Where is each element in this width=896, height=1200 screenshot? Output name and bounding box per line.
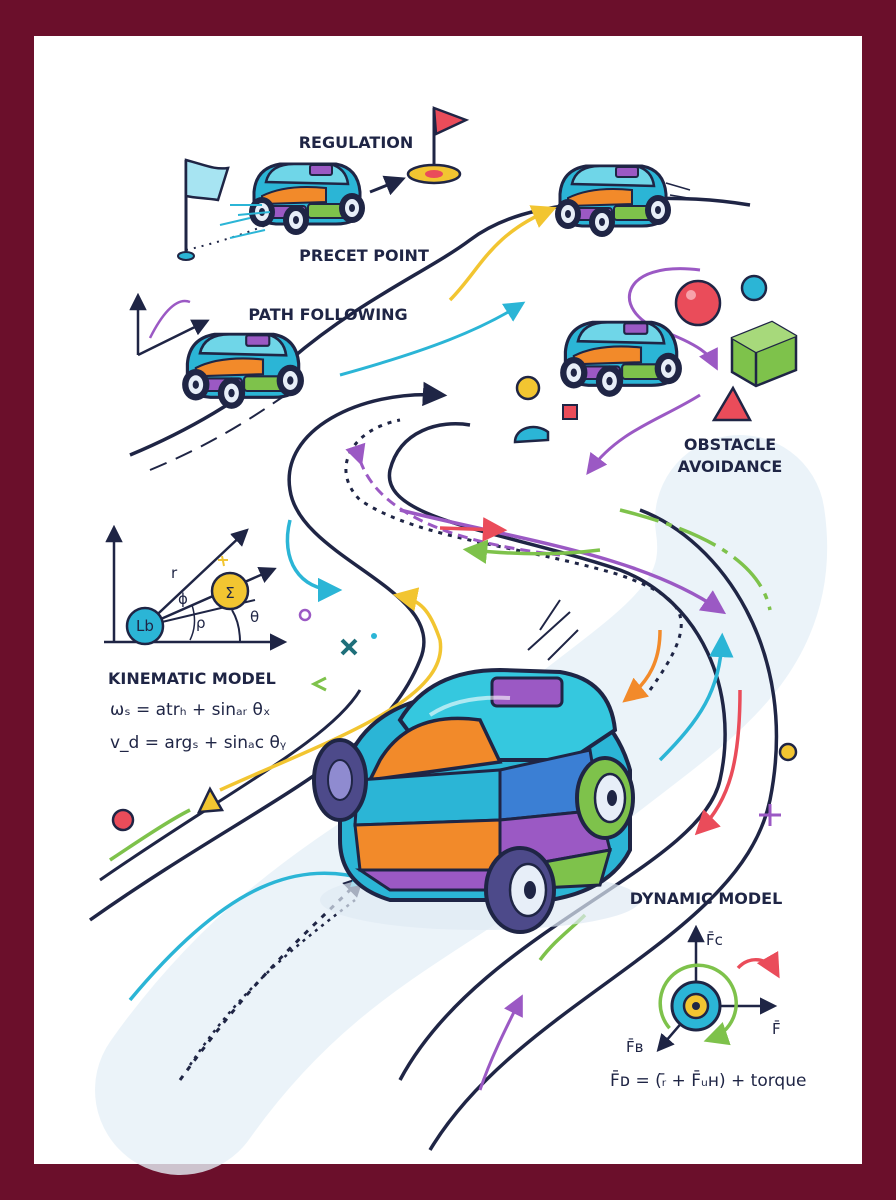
kin-sigma-icon	[210, 571, 250, 611]
path-following-scene: PATH FOLLOWING	[129, 292, 408, 409]
yellow-arrow-top	[448, 205, 557, 302]
start-flag-icon	[184, 158, 230, 202]
deco-triangle-yellow	[196, 786, 225, 814]
kin-phi-label: ϕ	[178, 590, 188, 608]
kin-rho-label: ρ	[196, 614, 206, 632]
dyn-fc-label: F̄c	[706, 930, 723, 949]
purple-arrow-bottom	[478, 994, 523, 1091]
dyn-tau-label: τ̄	[768, 956, 777, 974]
obstacle-ball-yellow	[515, 375, 541, 401]
car-obstacle	[560, 322, 682, 397]
kinematic-model: Lb Σ r ϕ ρ θ KINEMATIC MODEL ωₛ = atrₕ +…	[104, 524, 288, 753]
deco-dot-red	[111, 808, 135, 832]
road-edge-far-right	[428, 508, 779, 1151]
green-arrow-1	[462, 539, 601, 564]
label-obstacle-2: AVOIDANCE	[678, 457, 783, 476]
orange-arrow-1	[622, 629, 662, 703]
car-path-following	[182, 334, 304, 409]
deco-dot-yellow	[778, 742, 798, 762]
car-regulation	[249, 164, 365, 235]
obstacle-cube	[730, 320, 798, 388]
regulation-scene: REGULATION PRECET POINT	[177, 106, 470, 265]
cyan-arrow-top	[339, 301, 526, 377]
deco-plus-purple	[759, 804, 781, 826]
main-wheel-rear-left	[484, 846, 556, 934]
cyan-arrow-2	[128, 863, 378, 1002]
kin-r-label: r	[171, 564, 178, 582]
dyn-fb-label: F̄ʙ	[626, 1037, 643, 1056]
car-main	[312, 667, 640, 934]
dyn-equation: F̄ᴅ = (ᵣ̄ + F̄ᵤʜ) + torque	[610, 1069, 806, 1091]
dyn-f-label: F̄	[772, 1019, 781, 1038]
kin-theta-label: θ	[250, 608, 259, 626]
label-obstacle-1: OBSTACLE	[684, 435, 776, 454]
cyan-arrow-3	[658, 632, 734, 762]
purple-arrow-down	[586, 393, 701, 476]
yellow-arrow-1	[219, 587, 443, 792]
obstacle-ball-teal	[740, 274, 768, 302]
obstacle-pyramid	[711, 385, 753, 422]
kin-equation-1: ωₛ = atrₕ + sinₐᵣ θₓ	[110, 700, 270, 720]
obstacle-half-cylinder	[513, 425, 550, 444]
purple-dashed-1	[345, 442, 561, 557]
label-preset-point: PRECET POINT	[299, 246, 429, 265]
purple-arrow-1	[399, 508, 727, 615]
deco-x-teal	[340, 638, 358, 656]
green-dash-left	[109, 808, 191, 862]
kin-sigma-label: Σ	[225, 584, 234, 602]
black-dashed-left	[188, 899, 356, 1066]
red-arrow-2	[694, 689, 742, 836]
label-path-following: PATH FOLLOWING	[248, 305, 407, 324]
obstacle-ball-red	[674, 279, 722, 327]
decorations	[111, 204, 798, 832]
kin-origin-label: Lb	[136, 617, 154, 635]
dynamic-model: DYNAMIC MODEL F̄c τ̄ F̄ F̄ʙ F̄ᴅ = (ᵣ̄ + …	[610, 889, 806, 1091]
red-arrow-1	[439, 517, 508, 542]
obstacle-small-cube	[562, 404, 578, 420]
label-dynamic: DYNAMIC MODEL	[630, 889, 783, 908]
graph-x-axis	[137, 319, 210, 357]
kin-equation-2: v_d = argₛ + sinₐc θᵧ	[110, 733, 287, 753]
label-regulation: REGULATION	[299, 133, 414, 152]
label-kinematic: KINEMATIC MODEL	[108, 669, 276, 688]
cyan-arrow-1	[285, 519, 343, 603]
obstacle-scene: OBSTACLE AVOIDANCE	[513, 274, 798, 476]
main-wheel-rear-right	[575, 756, 635, 840]
trajectories	[109, 205, 772, 1091]
target-flag-icon	[432, 106, 470, 136]
car-top-right	[555, 166, 671, 237]
green-dash-right	[619, 508, 772, 611]
kin-origin-icon	[125, 606, 165, 646]
main-wheel-front-left	[312, 738, 368, 822]
